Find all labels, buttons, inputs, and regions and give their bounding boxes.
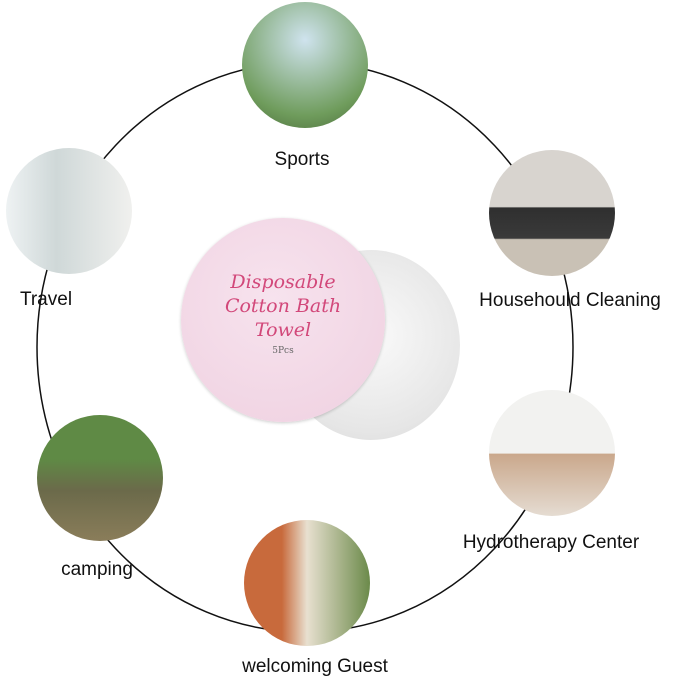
hydrotherapy-photo [489, 390, 615, 516]
product-title-line2: Cotton Bath [224, 295, 342, 317]
label-welcoming-guest: welcoming Guest [242, 656, 388, 677]
product-title-line1: Disposable [230, 271, 336, 293]
welcoming-guest-photo [244, 520, 370, 646]
product-count: 5Pcs [272, 346, 294, 356]
product-package: Disposable Cotton Bath Towel 5Pcs [181, 218, 385, 422]
label-household-cleaning: Househould Cleaning [479, 290, 661, 311]
camping-photo [37, 415, 163, 541]
label-hydrotherapy-center: Hydrotherapy Center [462, 532, 640, 553]
label-sports: Sports [274, 149, 330, 170]
household-cleaning-photo [489, 150, 615, 276]
product-title-line3: Towel [254, 319, 312, 341]
sports-photo [242, 2, 368, 128]
label-camping: camping [61, 559, 133, 580]
label-travel: Travel [19, 289, 73, 310]
travel-photo [6, 148, 132, 274]
